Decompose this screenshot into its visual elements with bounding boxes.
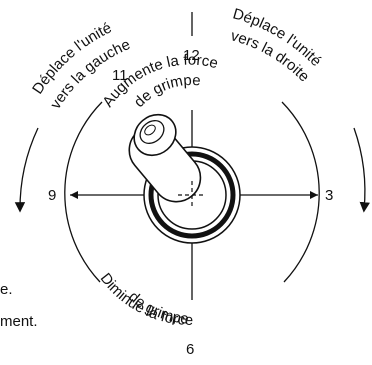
dial-9: 9 bbox=[48, 187, 56, 204]
right-inner-arc bbox=[282, 102, 319, 282]
dial-3: 3 bbox=[325, 187, 333, 204]
clipped-text-line1: e. bbox=[0, 281, 13, 298]
right-outer-arrow bbox=[354, 128, 365, 210]
clipped-text-line2: ment. bbox=[0, 313, 38, 330]
left-inner-arc bbox=[65, 102, 102, 282]
arrow-left-small bbox=[70, 191, 78, 199]
left-outer-arrow bbox=[20, 128, 38, 210]
dial-6: 6 bbox=[186, 341, 194, 358]
arrow-right-small bbox=[310, 191, 318, 199]
dial-12: 12 bbox=[183, 47, 200, 64]
dial-11: 11 bbox=[112, 67, 128, 84]
